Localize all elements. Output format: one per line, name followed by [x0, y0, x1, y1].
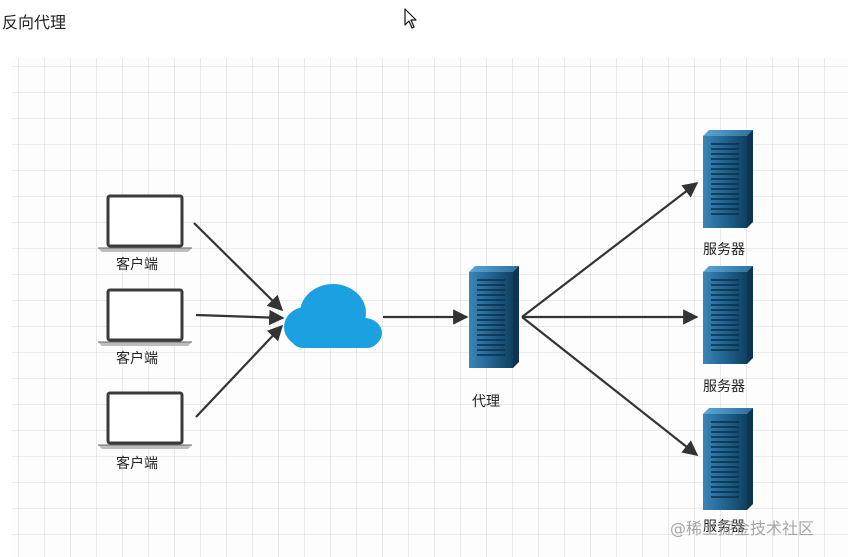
mouse-cursor-icon	[404, 8, 417, 29]
watermark: @稀土掘金技术社区	[670, 519, 815, 538]
server-label: 服务器	[703, 519, 745, 535]
laptop-icon	[98, 288, 192, 346]
arrow-client3-to-cloud	[195, 324, 284, 418]
arrow-proxy-to-server1	[521, 182, 699, 318]
server-icon	[703, 266, 753, 364]
server-label: 服务器	[703, 379, 745, 395]
client-label: 客户端	[116, 257, 158, 273]
arrow-client1-to-cloud	[193, 222, 284, 312]
arrow-proxy-to-server3	[521, 316, 699, 456]
client-label: 客户端	[116, 351, 158, 367]
laptop-icon	[98, 194, 192, 252]
proxy-server-icon	[469, 266, 519, 368]
laptop-icon	[98, 391, 192, 449]
server-icon	[703, 408, 753, 510]
page-title: 反向代理	[2, 13, 67, 32]
proxy-label: 代理	[472, 394, 500, 410]
client-label: 客户端	[116, 456, 158, 472]
cloud-icon	[284, 284, 382, 348]
arrow-client2-to-cloud	[195, 309, 285, 326]
server-icon	[703, 130, 753, 228]
server-label: 服务器	[703, 242, 745, 258]
